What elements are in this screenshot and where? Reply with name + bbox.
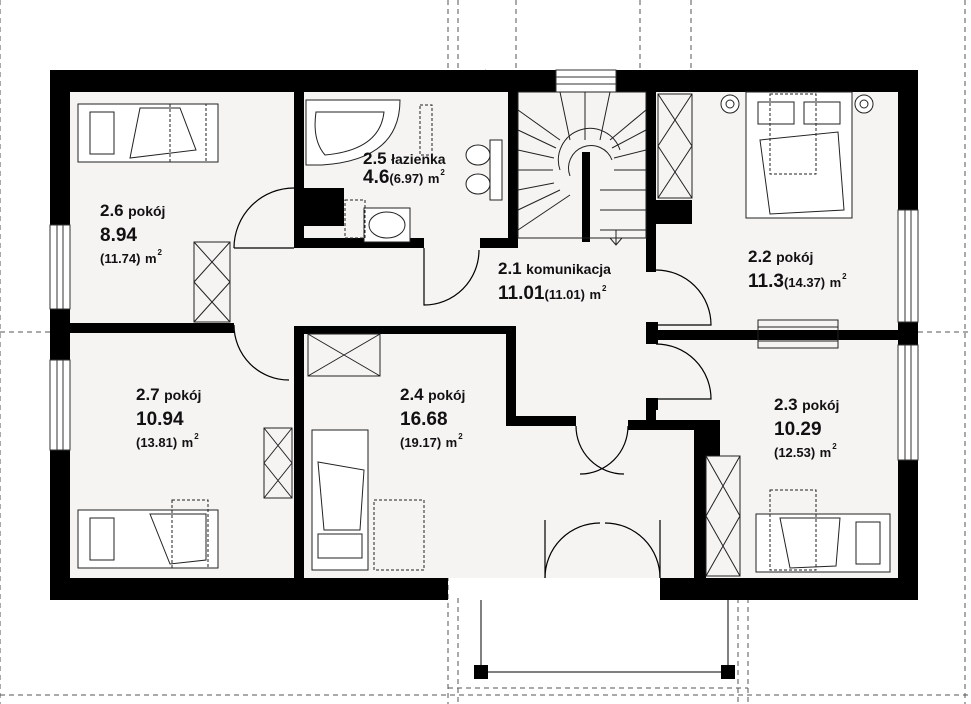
room-name: łazienka (391, 151, 446, 167)
room-label-2-1: 2.1 komunikacja 11.01(11.01) m2 (498, 260, 611, 303)
area-unit-exponent: 2 (194, 432, 199, 441)
room-number: 2.6 (100, 201, 124, 220)
room-label-2-3: 2.3 pokój 10.29 (12.53) m2 (774, 396, 839, 461)
room-name: komunikacja (526, 261, 611, 277)
room-number: 2.5 (363, 149, 387, 168)
exterior-walls (50, 70, 918, 600)
area-unit: m (181, 435, 194, 450)
room-number: 2.3 (774, 395, 798, 414)
area-unit: m (589, 287, 601, 302)
room-gross-area: (12.53) (774, 445, 816, 460)
room-number: 2.7 (136, 385, 160, 404)
area-unit: m (445, 435, 458, 450)
area-unit-exponent: 2 (842, 272, 847, 281)
interior-walls (70, 92, 898, 578)
room-gross-area: (6.97) (389, 171, 424, 186)
room-number: 2.2 (748, 247, 772, 266)
area-unit-exponent: 2 (602, 284, 607, 293)
area-unit: m (144, 251, 157, 266)
area-unit-exponent: 2 (440, 168, 445, 177)
room-label-2-4: 2.4 pokój 16.68 (19.17) m2 (400, 386, 465, 451)
area-unit-exponent: 2 (458, 432, 463, 441)
room-label-2-2: 2.2 pokój 11.3(14.37) m2 (748, 247, 847, 292)
area-unit-exponent: 2 (157, 248, 162, 257)
wardrobes (193, 93, 839, 577)
room-gross-area: (13.81) (136, 435, 178, 450)
room-name: pokój (128, 203, 166, 219)
room-name: pokój (164, 387, 202, 403)
room-area: 10.29 (774, 419, 822, 440)
room-number: 2.1 (498, 259, 522, 278)
room-area: 10.94 (136, 409, 184, 430)
windows (49, 69, 919, 461)
area-unit: m (427, 171, 440, 186)
room-area: 16.68 (400, 409, 448, 430)
door-swings (233, 187, 712, 579)
room-gross-area: (19.17) (400, 435, 442, 450)
area-unit-exponent: 2 (832, 442, 837, 451)
room-label-2-6: 2.6 pokój 8.94 (11.74) m2 (100, 202, 165, 267)
room-label-2-5: 2.5 łazienka 4.6(6.97) m2 (363, 150, 446, 187)
room-name: pokój (776, 249, 814, 265)
staircase (517, 91, 647, 246)
room-area: 11.01 (498, 283, 545, 304)
beds (77, 91, 891, 573)
room-label-2-7: 2.7 pokój 10.94 (13.81) m2 (136, 386, 201, 451)
room-name: pokój (428, 387, 466, 403)
bathroom-fixtures (305, 99, 503, 243)
room-area: 4.6 (363, 167, 390, 188)
room-gross-area: (14.37) (783, 275, 826, 290)
area-unit: m (819, 445, 832, 460)
room-name: pokój (802, 397, 840, 413)
room-area: 8.94 (100, 225, 137, 246)
room-area: 11.3 (748, 271, 784, 292)
room-gross-area: (11.74) (100, 251, 141, 266)
area-unit: m (829, 275, 842, 290)
room-gross-area: (11.01) (544, 287, 585, 302)
porch (474, 600, 735, 679)
room-number: 2.4 (400, 385, 424, 404)
